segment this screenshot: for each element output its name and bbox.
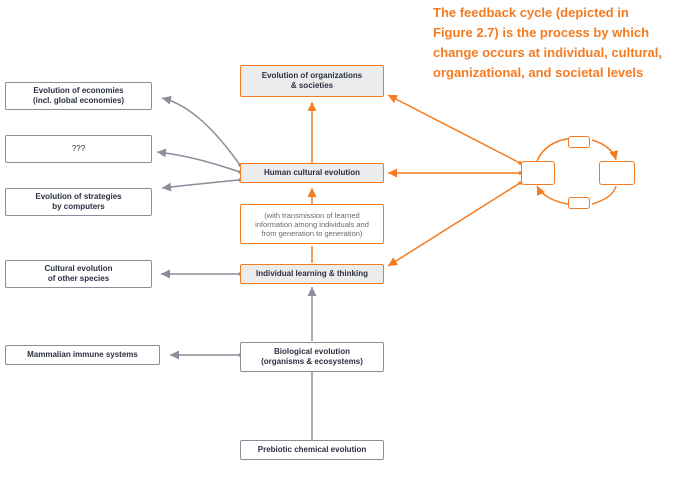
node-immune: Mammalian immune systems xyxy=(5,345,160,365)
caption-text: The feedback cycle (depicted in Figure 2… xyxy=(433,5,662,80)
node-evolution-orgs: Evolution of organizations & societies xyxy=(240,65,384,97)
edge-cycle-to-orgs xyxy=(387,94,521,164)
edge-human-to-economies xyxy=(161,95,241,166)
edge-human-to-unknown xyxy=(156,148,241,173)
cycle-arc-top-right xyxy=(591,139,619,161)
cycle-node-left xyxy=(521,161,555,185)
node-unknown: ??? xyxy=(5,135,152,163)
node-economies: Evolution of economies (incl. global eco… xyxy=(5,82,152,110)
node-individual-learning: Individual learning & thinking xyxy=(240,264,384,284)
cycle-arc-bottom-right xyxy=(591,185,617,205)
cycle-arc-bottom xyxy=(536,185,569,205)
node-cultural-other: Cultural evolution of other species xyxy=(5,260,152,288)
node-transmission-note: (with transmission of learned informatio… xyxy=(240,204,384,244)
node-prebiotic: Prebiotic chemical evolution xyxy=(240,440,384,460)
edge-cycle-to-learning xyxy=(387,182,521,267)
node-strategies: Evolution of strategies by computers xyxy=(5,188,152,216)
edge-human-to-strategies xyxy=(161,179,241,192)
cycle-node-right xyxy=(599,161,635,185)
node-human-cultural: Human cultural evolution xyxy=(240,163,384,183)
cycle-node-bottom xyxy=(568,197,590,209)
node-biological: Biological evolution (organisms & ecosys… xyxy=(240,342,384,372)
cycle-node-top xyxy=(568,136,590,148)
